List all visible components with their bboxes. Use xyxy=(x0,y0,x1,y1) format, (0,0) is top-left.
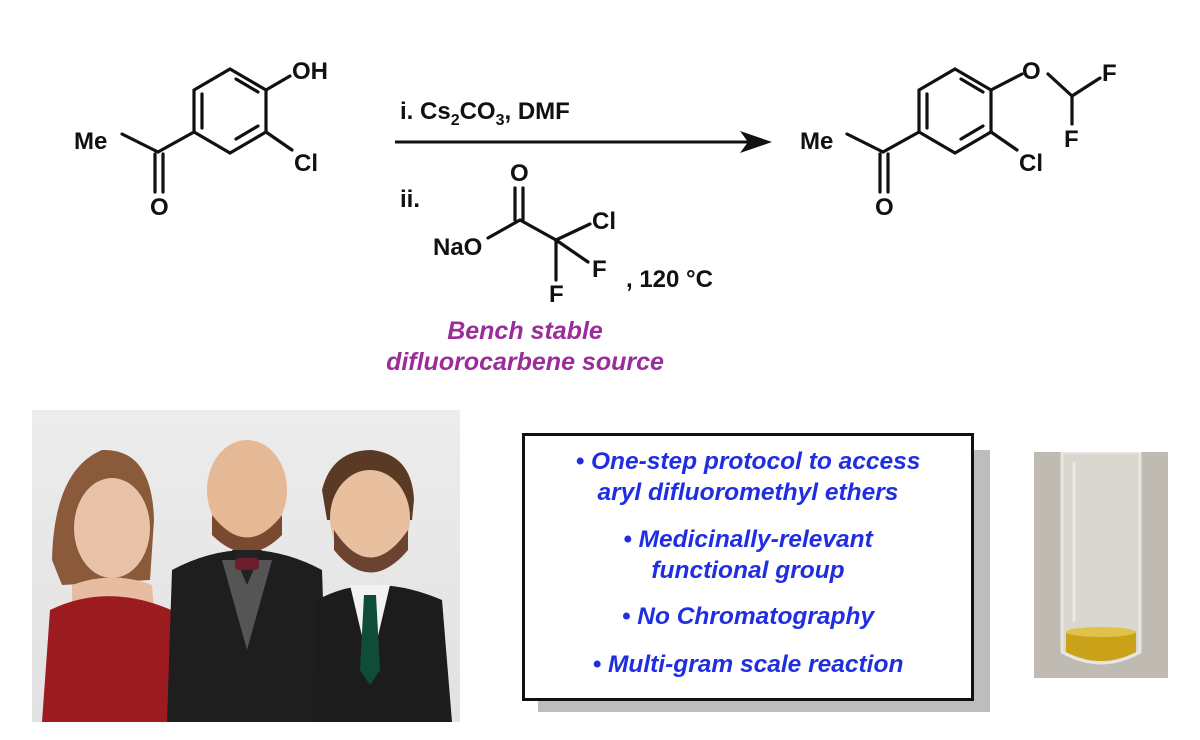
product-carbonyl-o-label: O xyxy=(875,194,894,221)
reagent-note-line2: difluorocarbene source xyxy=(386,348,664,376)
vial-illustration xyxy=(1034,452,1168,678)
reactant-structure xyxy=(120,67,294,194)
highlight-item-continuation: functional group xyxy=(651,557,845,584)
team-photo-illustration xyxy=(42,440,452,722)
reactant-oh-label: OH xyxy=(292,58,328,85)
highlight-item: • Medicinally-relevant xyxy=(623,526,873,553)
step1-sub1: 2 xyxy=(450,111,460,129)
product-structure xyxy=(845,67,1102,194)
condition-step-1: i. Cs2CO3, DMF xyxy=(400,100,570,129)
highlight-item: • Multi-gram scale reaction xyxy=(592,651,904,678)
reagent-nao-label: NaO xyxy=(433,234,483,261)
reaction-arrow xyxy=(395,131,772,153)
product-f2-label: F xyxy=(1064,126,1079,153)
reaction-scheme xyxy=(120,67,1102,282)
reagent-f1-label: F xyxy=(592,256,607,283)
reagent-o-label: O xyxy=(510,160,529,187)
reagent-note-line1: Bench stable xyxy=(447,317,603,345)
product-o-label: O xyxy=(1022,58,1041,85)
reactant-carbonyl-o-label: O xyxy=(150,194,169,221)
reactant-cl-label: Cl xyxy=(294,150,318,177)
step1-mid: CO xyxy=(459,98,496,125)
condition-step-2-label: ii. xyxy=(400,186,421,213)
reagent-f2-label: F xyxy=(549,281,564,308)
step1-sub2: 3 xyxy=(495,111,505,129)
step1-prefix: i. Cs xyxy=(400,98,451,125)
temperature-label: , 120 °C xyxy=(626,266,713,293)
product-f1-label: F xyxy=(1102,60,1117,87)
highlight-item-continuation: aryl difluoromethyl ethers xyxy=(597,479,899,506)
step1-suffix: , DMF xyxy=(504,98,570,125)
product-vial-photo xyxy=(1034,452,1168,678)
reagent-cl-label: Cl xyxy=(592,208,616,235)
reagent-structure xyxy=(486,186,592,282)
highlight-item: • No Chromatography xyxy=(621,603,875,630)
highlight-item: • One-step protocol to access xyxy=(575,448,921,475)
reactant-me-label: Me xyxy=(74,128,108,155)
team-photo xyxy=(32,410,460,722)
product-cl-label: Cl xyxy=(1019,150,1043,177)
product-me-label: Me xyxy=(800,128,834,155)
highlights-box: • One-step protocol to access aryl diflu… xyxy=(522,433,974,701)
reagent-note: Bench stable difluorocarbene source xyxy=(360,316,690,378)
